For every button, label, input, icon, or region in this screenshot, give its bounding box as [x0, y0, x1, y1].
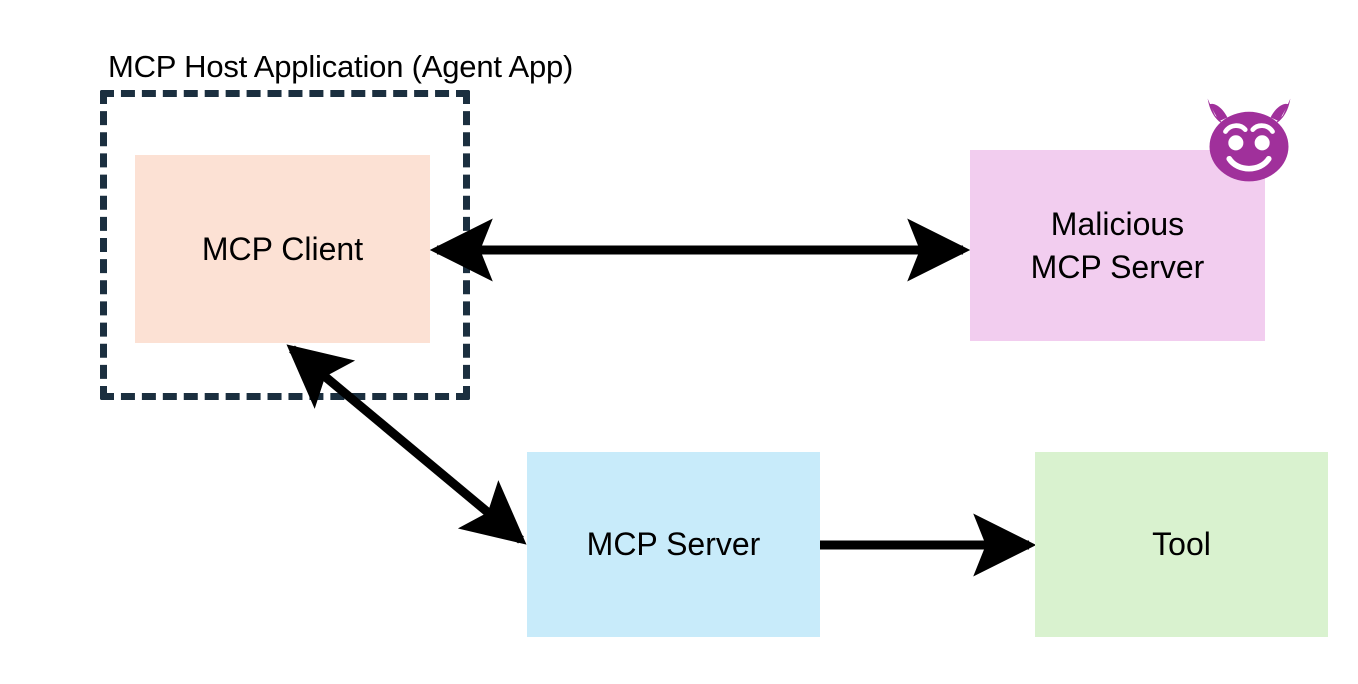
node-malicious-mcp-server-label: Malicious MCP Server — [1030, 206, 1205, 285]
node-mcp-client-label: MCP Client — [201, 230, 364, 267]
host-boundary-title: MCP Host Application (Agent App) — [108, 49, 574, 84]
node-tool[interactable]: Tool — [1035, 452, 1328, 637]
devil-emoji-icon — [1207, 98, 1291, 182]
node-tool-label: Tool — [1152, 526, 1211, 563]
node-mcp-server[interactable]: MCP Server — [527, 452, 820, 637]
node-mcp-client[interactable]: MCP Client — [135, 155, 430, 343]
node-mcp-server-label: MCP Server — [586, 526, 761, 563]
node-malicious-mcp-server[interactable]: Malicious MCP Server — [970, 150, 1265, 341]
